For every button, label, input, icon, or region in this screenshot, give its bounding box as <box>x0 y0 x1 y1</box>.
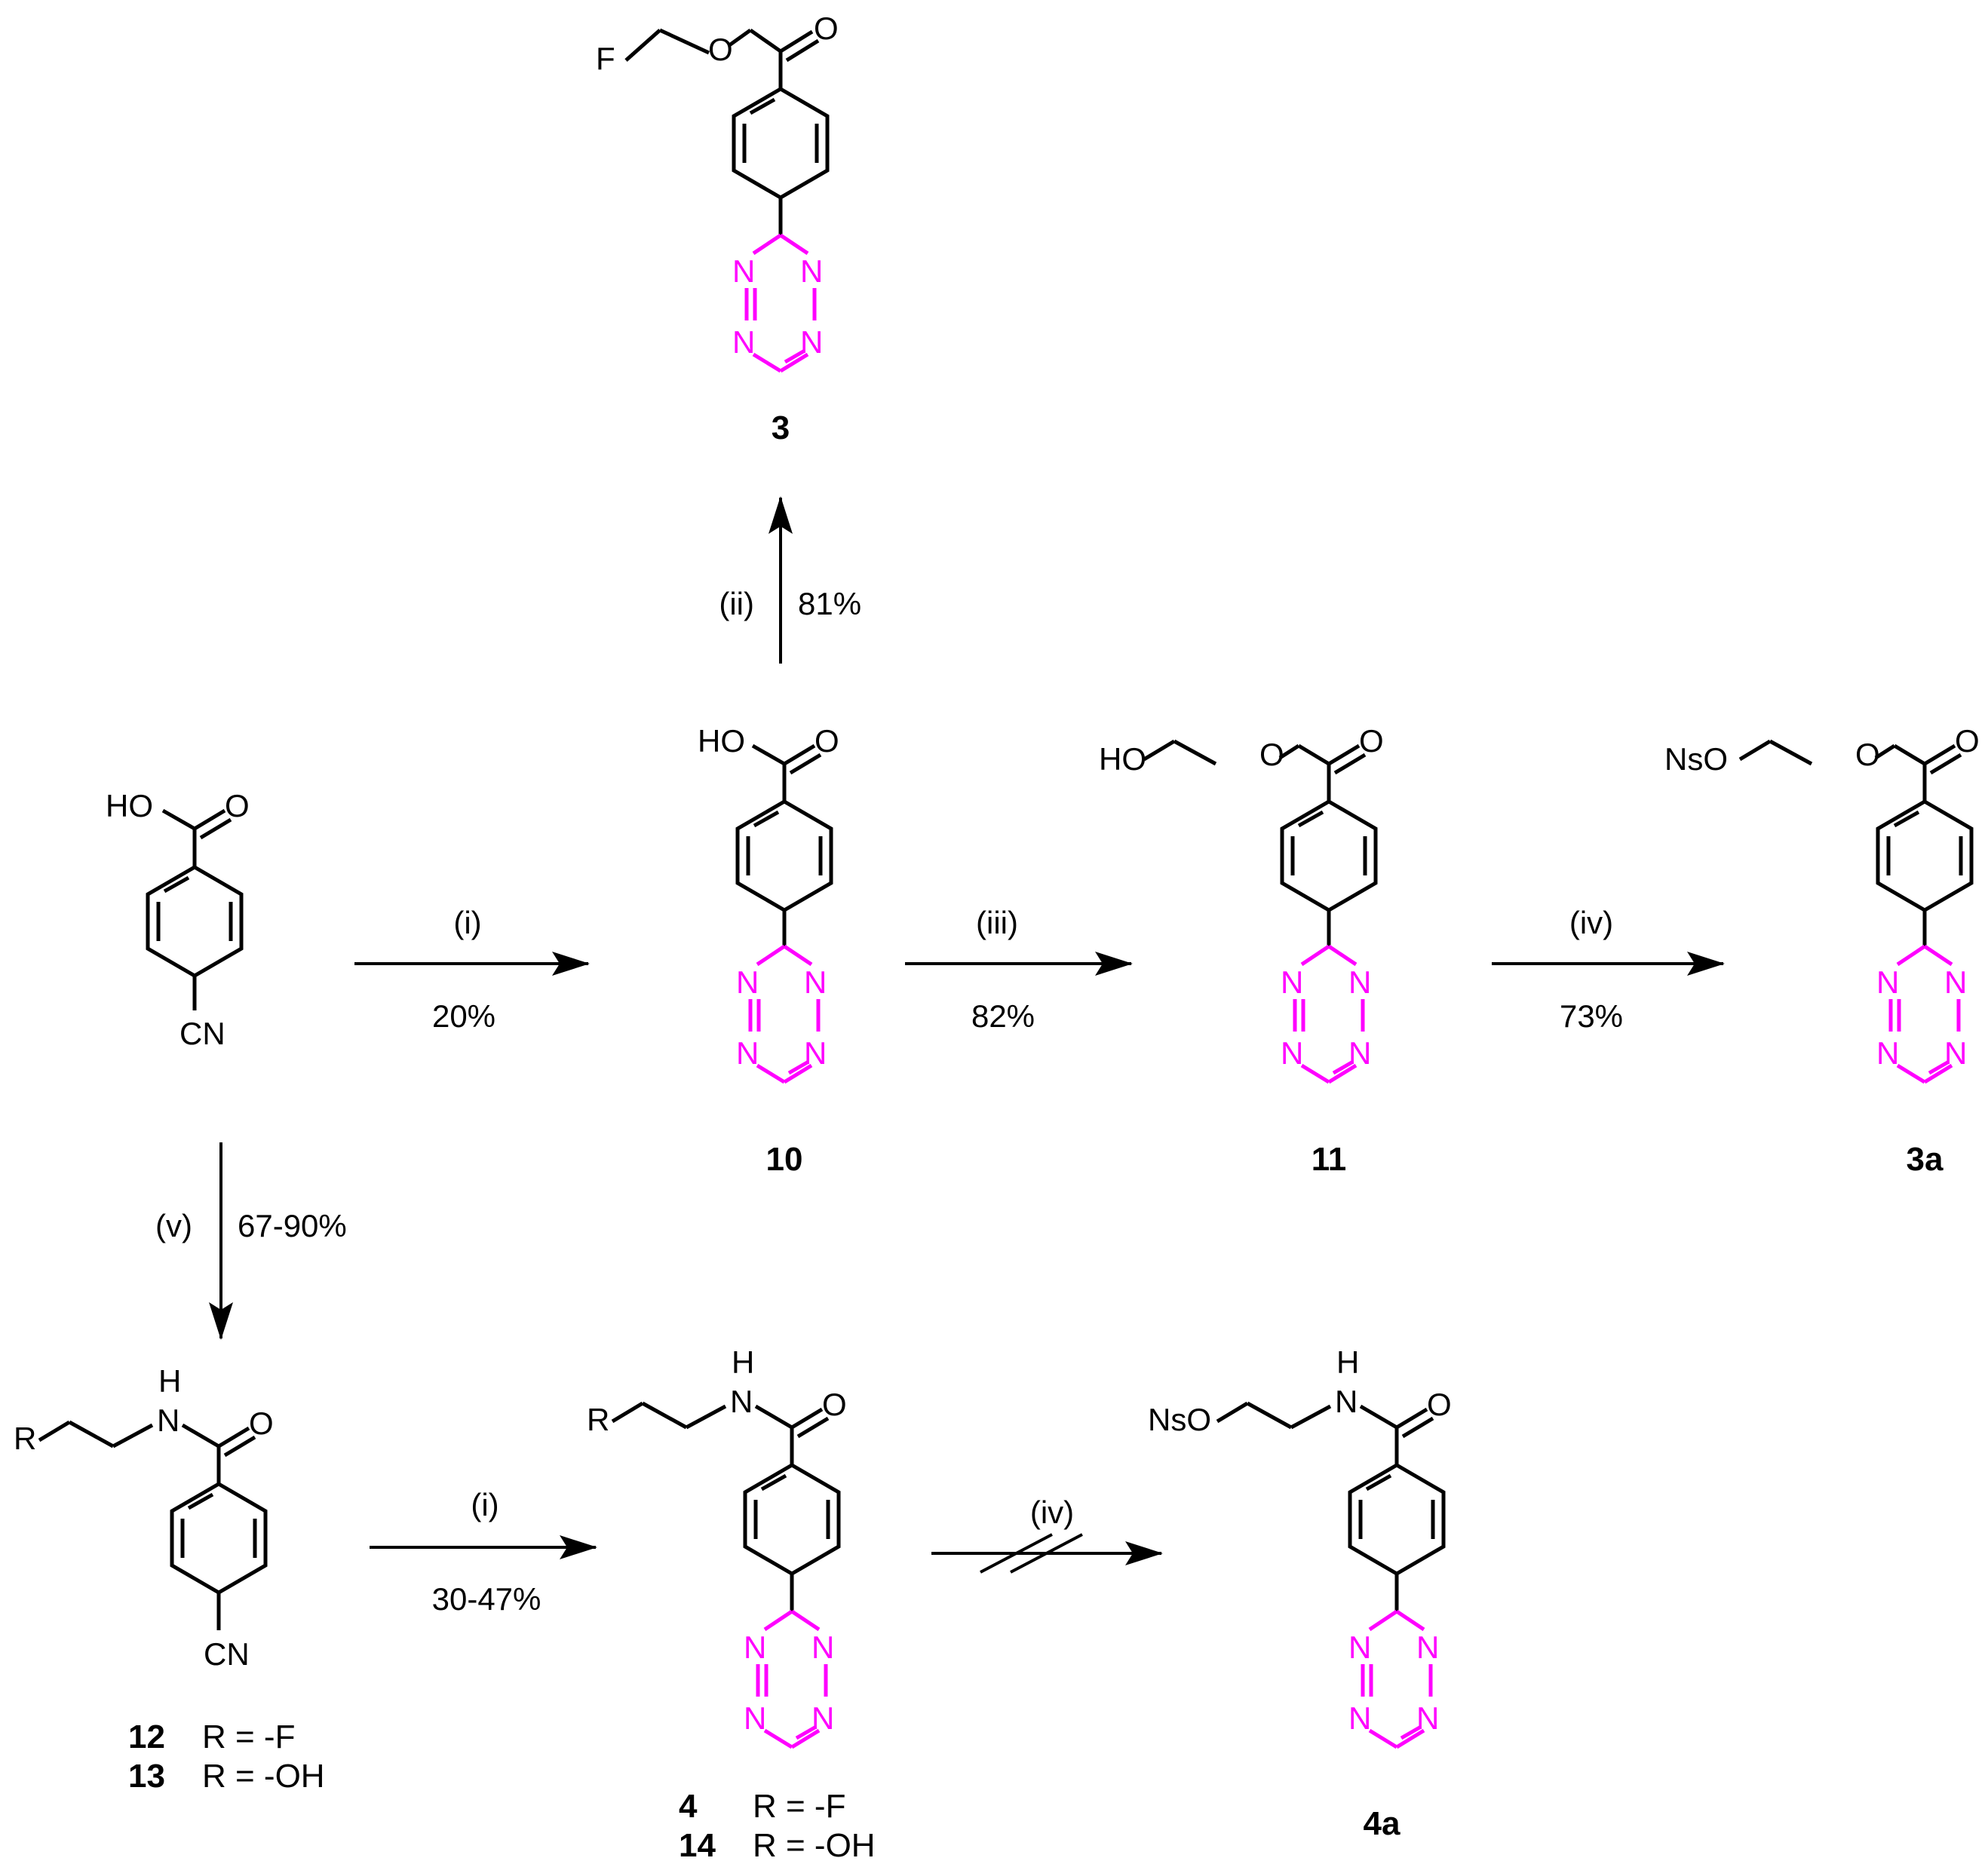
compound-label: 10 <box>766 1141 803 1178</box>
compound-label-13: 13 <box>128 1758 165 1795</box>
ester-oxygen: O <box>1855 737 1880 772</box>
tetrazine-n3: N <box>736 1035 759 1071</box>
compound-10: HO O N N N N 10 <box>698 723 839 1178</box>
yield-label: 30-47% <box>432 1581 541 1617</box>
hydroxyl-group: HO <box>1099 741 1146 777</box>
yield-label: 82% <box>971 998 1035 1034</box>
tetrazine-n4: N <box>1944 1035 1967 1071</box>
tetrazine-n3: N <box>1348 1700 1371 1736</box>
carbonyl-oxygen: O <box>249 1406 274 1441</box>
compound-12-13: R H N O CN 12 R = -F 13 R = -OH <box>14 1363 325 1795</box>
arrow-i-bottom: (i) 30-47% <box>370 1487 597 1617</box>
ester-oxygen: O <box>708 32 733 67</box>
arrow-ii: (ii) 81% <box>719 496 861 664</box>
compound-label: 11 <box>1312 1141 1347 1178</box>
carbonyl-oxygen: O <box>1955 723 1980 759</box>
amide-hydrogen: H <box>1336 1344 1359 1380</box>
compound-3: F O O N N N N 3 <box>596 11 839 446</box>
carbonyl-oxygen: O <box>1359 723 1384 759</box>
compound-label: 3 <box>772 409 790 446</box>
tetrazine-n4: N <box>804 1035 827 1071</box>
reagent-label: (iv) <box>1030 1495 1074 1530</box>
arrow-i-top: (i) 20% <box>354 905 590 1034</box>
tetrazine-n3: N <box>1281 1035 1303 1071</box>
ester-oxygen: O <box>1259 737 1284 772</box>
amide-nitrogen: N <box>157 1403 179 1438</box>
amide-hydrogen: H <box>732 1344 754 1380</box>
amide-nitrogen: N <box>730 1384 753 1419</box>
tetrazine-n3: N <box>732 324 755 360</box>
yield-label: 20% <box>432 998 495 1034</box>
compound-label: 3a <box>1907 1141 1944 1178</box>
tetrazine-n2: N <box>1944 964 1967 1000</box>
amide-hydrogen: H <box>158 1363 181 1399</box>
arrow-iii: (iii) 82% <box>905 905 1133 1034</box>
yield-label: 67-90% <box>238 1208 347 1243</box>
tetrazine-n4: N <box>1348 1035 1371 1071</box>
tetrazine-n4: N <box>811 1700 834 1736</box>
r-definition-4: R = -F <box>753 1788 845 1825</box>
reagent-label: (ii) <box>719 586 754 621</box>
compound-3a: NsO O O N N N N 3a <box>1664 723 1980 1178</box>
compound-4a: NsO H N O N N N N 4a <box>1148 1344 1452 1842</box>
reagent-label: (i) <box>453 905 481 940</box>
carbonyl-oxygen: O <box>822 1387 847 1422</box>
reagent-label: (iii) <box>976 905 1018 940</box>
tetrazine-n2: N <box>1348 964 1371 1000</box>
compound-11: HO O O N N N N 11 <box>1099 723 1384 1178</box>
tetrazine-n3: N <box>744 1700 766 1736</box>
fluorine-atom: F <box>596 41 615 76</box>
tetrazine-n1: N <box>1281 964 1303 1000</box>
yield-label: 73% <box>1560 998 1623 1034</box>
nitrile-group: CN <box>204 1636 250 1672</box>
tetrazine-n3: N <box>1876 1035 1899 1071</box>
tetrazine-n2: N <box>1416 1629 1439 1665</box>
reagent-label: (iv) <box>1569 905 1613 940</box>
compound-label: 4a <box>1364 1805 1400 1842</box>
r-group: R <box>587 1402 609 1437</box>
r-group: R <box>14 1421 36 1456</box>
reagent-label: (v) <box>155 1208 192 1243</box>
tetrazine-n1: N <box>732 253 755 289</box>
tetrazine-n1: N <box>744 1629 766 1665</box>
nosylate-group: NsO <box>1148 1402 1211 1437</box>
arrow-v: (v) 67-90% <box>155 1142 347 1340</box>
compound-label-12: 12 <box>128 1718 165 1755</box>
tetrazine-n4: N <box>1416 1700 1439 1736</box>
tetrazine-n1: N <box>736 964 759 1000</box>
tetrazine-n1: N <box>1876 964 1899 1000</box>
compound-4-14: R H N O N N N N 4 R = -F 14 R = -OH <box>587 1344 876 1864</box>
tetrazine-n4: N <box>800 324 823 360</box>
compound-start: HO O CN <box>106 788 250 1051</box>
tetrazine-n2: N <box>804 964 827 1000</box>
tetrazine-n2: N <box>811 1629 834 1665</box>
hydroxyl-group: HO <box>698 723 745 759</box>
reagent-label: (i) <box>471 1487 499 1522</box>
r-definition-14: R = -OH <box>753 1827 876 1864</box>
r-definition-13: R = -OH <box>202 1758 325 1795</box>
carbonyl-oxygen: O <box>1427 1387 1452 1422</box>
r-definition-12: R = -F <box>202 1718 295 1755</box>
amide-nitrogen: N <box>1335 1384 1358 1419</box>
arrow-iv-top: (iv) 73% <box>1492 905 1725 1034</box>
tetrazine-n1: N <box>1348 1629 1371 1665</box>
carbonyl-oxygen: O <box>815 723 839 759</box>
carbonyl-oxygen: O <box>814 11 839 46</box>
compound-label-14: 14 <box>679 1827 716 1864</box>
nosylate-group: NsO <box>1664 741 1728 777</box>
carbonyl-oxygen: O <box>225 788 250 823</box>
arrow-iv-blocked: (iv) <box>931 1495 1163 1574</box>
compound-label-4: 4 <box>679 1788 698 1825</box>
nitrile-group: CN <box>179 1016 225 1051</box>
yield-label: 81% <box>798 586 861 621</box>
tetrazine-n2: N <box>800 253 823 289</box>
hydroxyl-group: HO <box>106 788 153 823</box>
